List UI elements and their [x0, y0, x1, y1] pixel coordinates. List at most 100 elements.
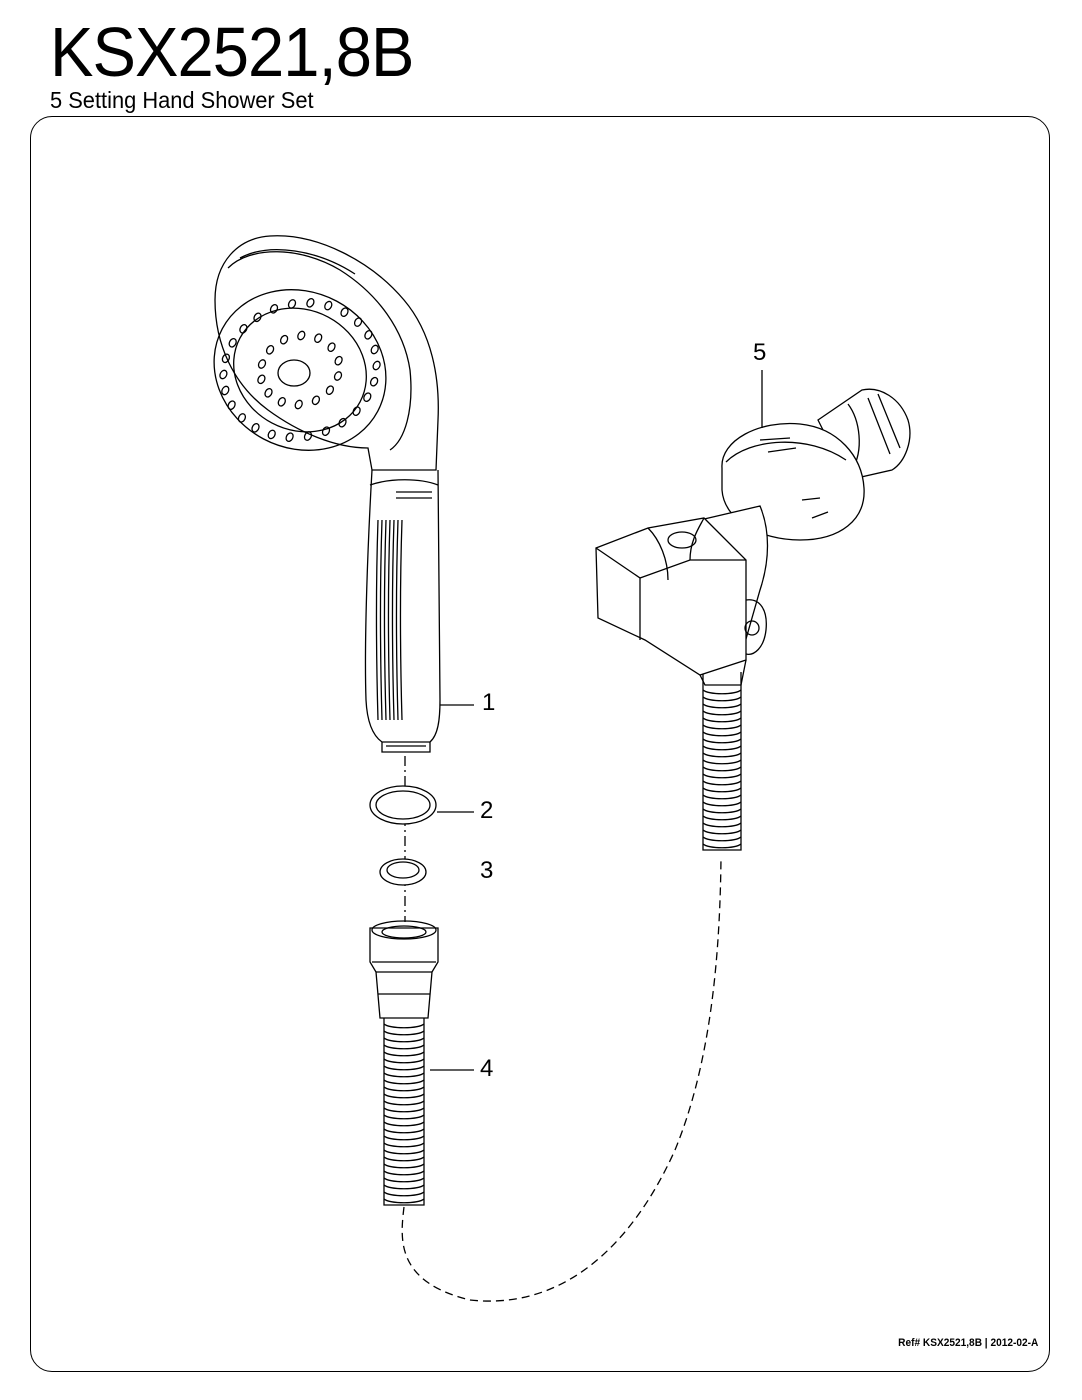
hose-coil	[702, 738, 742, 744]
hose-coil	[702, 766, 742, 772]
grip-line	[387, 519, 391, 721]
hose-coil	[702, 689, 742, 695]
nozzle-icon	[370, 344, 379, 355]
hose-icon	[369, 672, 742, 1302]
hose-coil	[383, 1142, 425, 1148]
hose-coil	[383, 1170, 425, 1176]
hose-coil	[383, 1100, 425, 1106]
hose-coil	[383, 1128, 425, 1134]
hose-coil	[383, 1135, 425, 1141]
grip-line	[379, 519, 383, 721]
nozzle-icon	[297, 330, 306, 341]
hose-coil	[383, 1149, 425, 1155]
page-subtitle: 5 Setting Hand Shower Set	[50, 87, 314, 113]
callout-4: 4	[480, 1055, 494, 1082]
hose-coil	[702, 843, 742, 849]
wall-bracket-icon	[595, 388, 911, 686]
hose-coil	[702, 752, 742, 758]
reference-label: Ref# KSX2521,8B | 2012-02-A	[897, 1337, 1038, 1349]
nozzle-icon	[363, 392, 372, 403]
hose-coil	[383, 1198, 425, 1204]
hose-coil	[702, 829, 742, 835]
grip-line	[391, 519, 395, 721]
o-ring-icon	[379, 858, 427, 886]
hose-coil	[383, 1156, 425, 1162]
nozzle-icon	[227, 400, 236, 411]
drawing-frame	[30, 116, 1050, 1372]
grip-line	[383, 519, 387, 721]
hose-coil	[702, 696, 742, 702]
nozzle-icon	[340, 307, 349, 318]
hose-coil	[702, 731, 742, 737]
hand-shower-icon	[213, 235, 441, 753]
callout-2: 2	[480, 797, 494, 824]
nozzle-icon	[338, 417, 347, 428]
callout-1: 1	[482, 689, 496, 716]
nozzle-icon	[364, 329, 373, 340]
grip-line	[375, 519, 379, 721]
nozzle-icon	[352, 406, 361, 417]
nozzle-icon	[253, 312, 262, 323]
nozzle-icon	[269, 303, 279, 314]
nozzle-icon	[353, 317, 363, 327]
hose-coil	[702, 780, 742, 786]
hose-coil	[383, 1051, 425, 1057]
nozzle-icon	[306, 297, 315, 308]
nozzle-icon	[314, 333, 323, 344]
hose-coil	[702, 801, 742, 807]
nozzle-icon	[327, 342, 336, 353]
hose-coil	[383, 1177, 425, 1183]
hose-coil	[383, 1079, 425, 1085]
nozzle-icon	[237, 413, 247, 423]
hose-coil	[383, 1163, 425, 1169]
nozzle-icon	[267, 429, 276, 440]
grip-line	[395, 519, 399, 721]
nozzle-icon	[311, 395, 321, 406]
nozzle-icon	[239, 323, 248, 334]
hose-coil	[702, 822, 742, 828]
hose-coil	[702, 836, 742, 842]
nozzle-icon	[303, 431, 313, 441]
nozzle-icon	[221, 385, 230, 396]
hose-coil	[383, 1058, 425, 1064]
nozzle-icon	[321, 426, 331, 437]
nozzle-icon	[264, 387, 273, 398]
hose-coil	[702, 703, 742, 709]
hose-coil	[383, 1093, 425, 1099]
hose-coil	[702, 710, 742, 716]
hose-coil	[383, 1114, 425, 1120]
hose-coil	[383, 1030, 425, 1036]
hose-coil	[383, 1037, 425, 1043]
hose-coil	[702, 815, 742, 821]
nozzle-icon	[257, 374, 266, 385]
hose-coil	[702, 745, 742, 751]
hose-coil	[383, 1191, 425, 1197]
nozzle-icon	[294, 399, 303, 410]
hose-coil	[702, 773, 742, 779]
hose-coil	[383, 1107, 425, 1113]
nozzle-icon	[219, 369, 228, 380]
nozzle-icon	[334, 355, 343, 366]
nozzle-icon	[285, 432, 294, 443]
washer-icon	[369, 785, 437, 825]
nozzle-icon	[257, 359, 267, 369]
page-title: KSX2521,8B	[50, 13, 414, 91]
hose-coil	[383, 1023, 425, 1029]
nozzle-icon	[369, 376, 379, 387]
hose-coil	[383, 1072, 425, 1078]
hose-coil	[383, 1065, 425, 1071]
hose-coil	[383, 1121, 425, 1127]
nozzle-icon	[325, 385, 335, 396]
hose-coil	[383, 1044, 425, 1050]
hose-coil	[702, 717, 742, 723]
nozzle-icon	[324, 300, 333, 311]
hose-coil	[702, 808, 742, 814]
grip-line	[399, 519, 403, 721]
nozzle-icon	[277, 396, 286, 407]
nozzle-icon	[251, 422, 260, 433]
nozzle-icon	[287, 299, 297, 309]
hose-coil	[702, 794, 742, 800]
hose-coil	[702, 759, 742, 765]
callout-5: 5	[753, 339, 767, 366]
